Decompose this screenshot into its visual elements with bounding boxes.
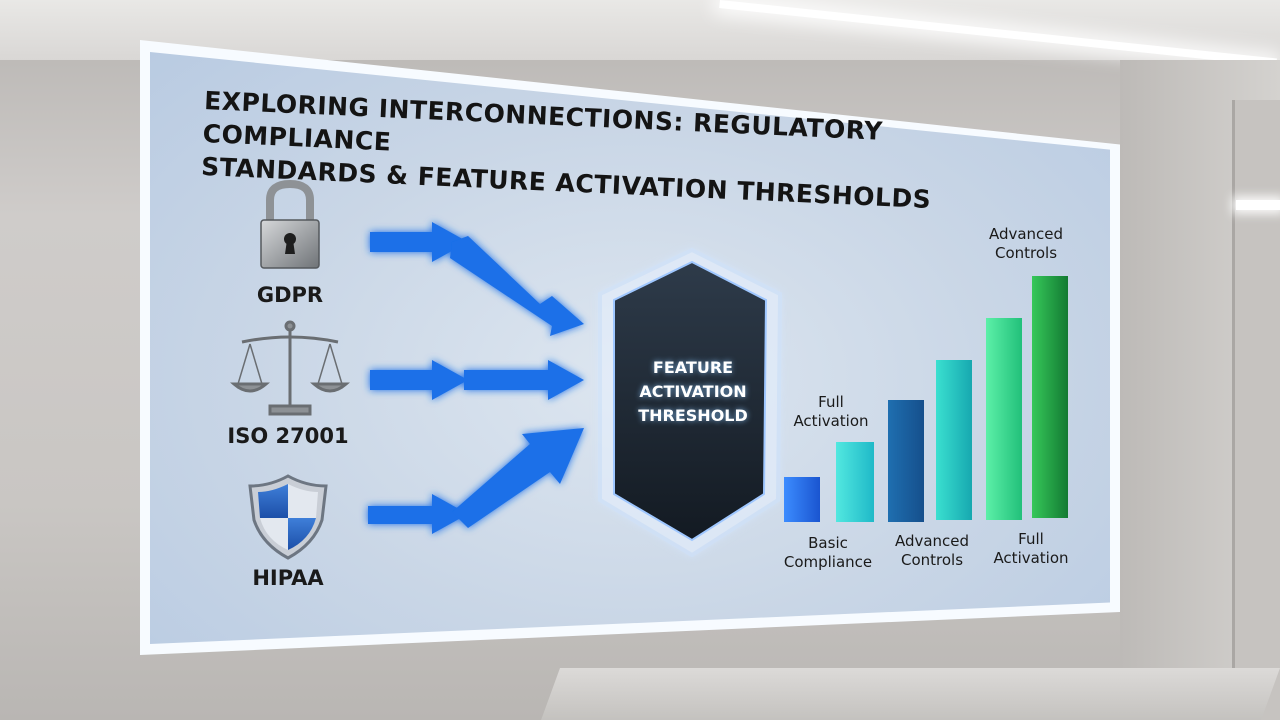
bar-basic-compliance [784,477,820,522]
shield-icon [248,474,328,560]
arrow-hipaa-bend [452,428,584,528]
bar-advanced-controls-2 [936,360,972,520]
scales-icon [230,320,350,416]
arrow-hipaa-straight [368,494,468,534]
arrow-iso-1 [370,360,468,400]
arrow-gdpr-bend [450,236,584,336]
label-basic-compliance: Basic Compliance [783,534,873,571]
label-hipaa: HIPAA [252,566,324,590]
arrows [368,222,584,534]
bar-full-activation-2 [1032,276,1068,518]
threshold-label: Feature Activation Threshold [638,358,748,425]
hall-light [1236,200,1280,210]
arrow-gdpr-straight [370,222,468,262]
bar-full-activation-1 [986,318,1022,520]
label-full-activation-top: Full Activation [793,393,869,430]
arrow-iso-2 [464,360,584,400]
bar-full-activation-low [836,442,874,522]
label-full-activation-bottom: Full Activation [993,530,1069,567]
label-advanced-controls-bottom: Advanced Controls [894,532,970,569]
label-iso-27001: ISO 27001 [227,424,349,448]
activation-bars [784,276,1068,522]
bar-advanced-controls-1 [888,400,924,522]
threshold-hexagon [598,247,783,558]
label-advanced-controls-top: Advanced Controls [988,225,1064,262]
label-gdpr: GDPR [256,283,324,307]
padlock-icon [260,179,320,269]
counter-top [541,668,1280,720]
